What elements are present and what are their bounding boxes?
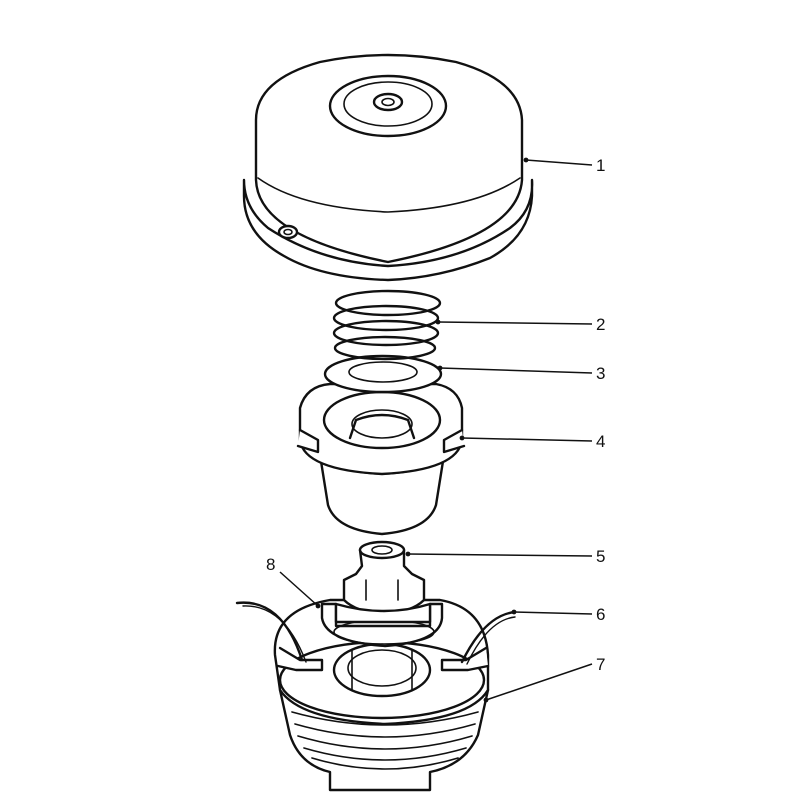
- part-5-hub: [334, 540, 432, 624]
- svg-text:2: 2: [596, 315, 605, 334]
- part-2-spring: [332, 289, 442, 361]
- callout-7: 7: [483, 655, 605, 703]
- part-4-spool-cup: [296, 382, 466, 536]
- svg-text:3: 3: [596, 364, 605, 383]
- part-6-trimmer-line: [235, 601, 517, 665]
- callout-3: 3: [437, 364, 605, 383]
- svg-text:7: 7: [596, 655, 605, 674]
- callout-1: 1: [523, 156, 605, 175]
- callout-2: 2: [435, 315, 605, 334]
- part-1-cover-cap: [242, 53, 534, 282]
- callout-8: 8: [266, 555, 321, 609]
- svg-text:6: 6: [596, 605, 605, 624]
- part-3-washer: [323, 354, 443, 394]
- svg-text:1: 1: [596, 156, 605, 175]
- callout-5: 5: [405, 547, 605, 566]
- svg-text:8: 8: [266, 555, 275, 574]
- callout-4: 4: [459, 432, 605, 451]
- svg-text:4: 4: [596, 432, 605, 451]
- svg-text:5: 5: [596, 547, 605, 566]
- callout-6: 6: [511, 605, 605, 624]
